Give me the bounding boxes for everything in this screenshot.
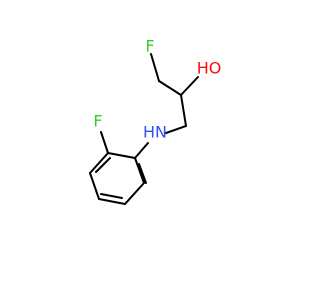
bond-c1-c2: [158, 80, 182, 96]
bond-c3-n: [165, 125, 187, 134]
amine-label: HN: [143, 123, 167, 142]
bond-c2-c3: [180, 94, 187, 127]
bond-c1-f: [150, 53, 160, 82]
structure-drawing: F HO HN F: [89, 37, 222, 205]
ring-bond-1: [134, 157, 145, 184]
ring-bond-2: [124, 182, 145, 205]
ring-bond-4: [89, 172, 100, 200]
hydroxyl-label: HO: [197, 59, 222, 78]
ring-bond-5: [89, 152, 109, 174]
ring-bond-1-inner: [138, 163, 147, 184]
aryl-fluorine-label: F: [93, 112, 102, 131]
ring-bond-6: [107, 152, 136, 159]
bond-n-ring: [134, 142, 149, 159]
bond-ring-f: [100, 131, 109, 154]
ring-bond-3-inner: [100, 193, 123, 199]
ring-bond-3: [98, 198, 126, 205]
molecule-canvas: F HO HN F: [89, 37, 222, 205]
ring-bond-5-inner: [95, 157, 111, 173]
fluorine-label: F: [145, 37, 154, 56]
bond-c2-o: [180, 76, 199, 96]
